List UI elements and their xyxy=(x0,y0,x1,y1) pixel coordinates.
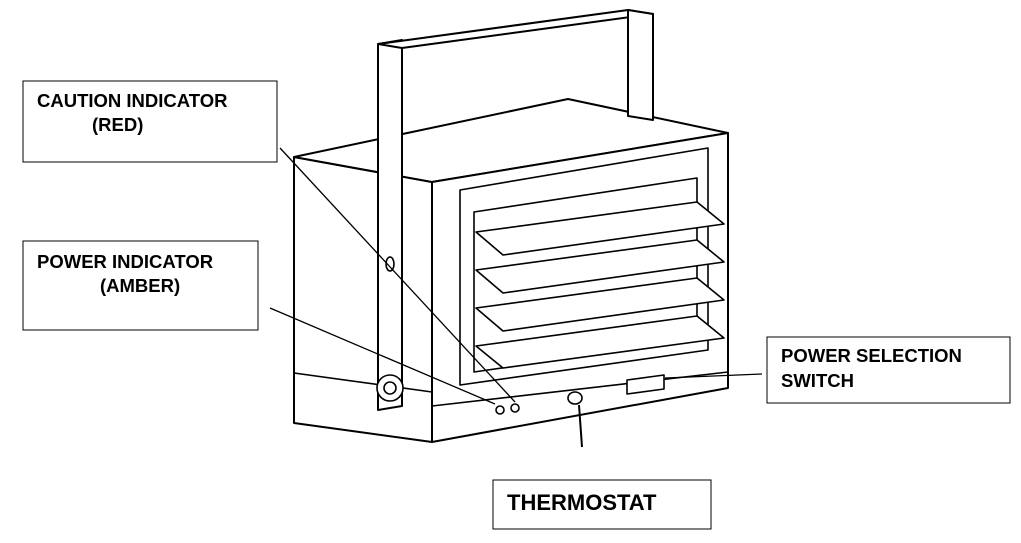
power-indicator-callout-line2: (AMBER) xyxy=(100,275,180,296)
louver-blade xyxy=(475,201,725,256)
heater-side-panel xyxy=(293,156,433,443)
callout-power-indicator: POWER INDICATOR (AMBER) xyxy=(22,240,259,331)
power-indicator-callout-line1: POWER INDICATOR xyxy=(37,251,213,272)
callout-power-selection-switch: POWER SELECTION SWITCH xyxy=(766,336,1011,404)
heater-side-base-line xyxy=(293,372,433,393)
power-indicator-light xyxy=(495,405,505,415)
power-selection-switch xyxy=(626,374,665,395)
callout-thermostat: THERMOSTAT xyxy=(492,479,712,530)
caution-callout-line1: CAUTION INDICATOR xyxy=(37,90,227,111)
thermostat-callout-box xyxy=(492,479,712,530)
bracket-hole xyxy=(385,256,395,272)
caution-callout-line2: (RED) xyxy=(92,114,143,135)
caution-indicator-light xyxy=(510,403,520,413)
mounting-bracket-front xyxy=(377,39,403,411)
louver-blade xyxy=(475,239,725,294)
power-selection-callout-line1: POWER SELECTION xyxy=(781,345,962,366)
mounting-bracket-back xyxy=(627,9,654,121)
bracket-pivot-knob-center xyxy=(383,381,397,395)
caution-leader-line xyxy=(279,147,516,403)
caution-callout-box xyxy=(22,80,278,163)
thermostat-knob xyxy=(567,391,583,405)
louver-blade xyxy=(475,315,725,369)
callout-caution-indicator: CAUTION INDICATOR (RED) xyxy=(22,80,278,163)
louver-blade xyxy=(475,277,725,332)
power-selection-leader-line xyxy=(664,373,763,379)
heater-illustration xyxy=(293,9,729,443)
leader-lines xyxy=(269,147,763,448)
mounting-bracket-top xyxy=(377,9,654,49)
power-selection-callout-line2: SWITCH xyxy=(781,370,854,391)
power-selection-callout-box xyxy=(766,336,1011,404)
thermostat-callout-label: THERMOSTAT xyxy=(507,490,657,515)
power-indicator-leader-line xyxy=(269,307,496,405)
thermostat-leader-line xyxy=(578,404,583,448)
power-indicator-callout-box xyxy=(22,240,259,331)
